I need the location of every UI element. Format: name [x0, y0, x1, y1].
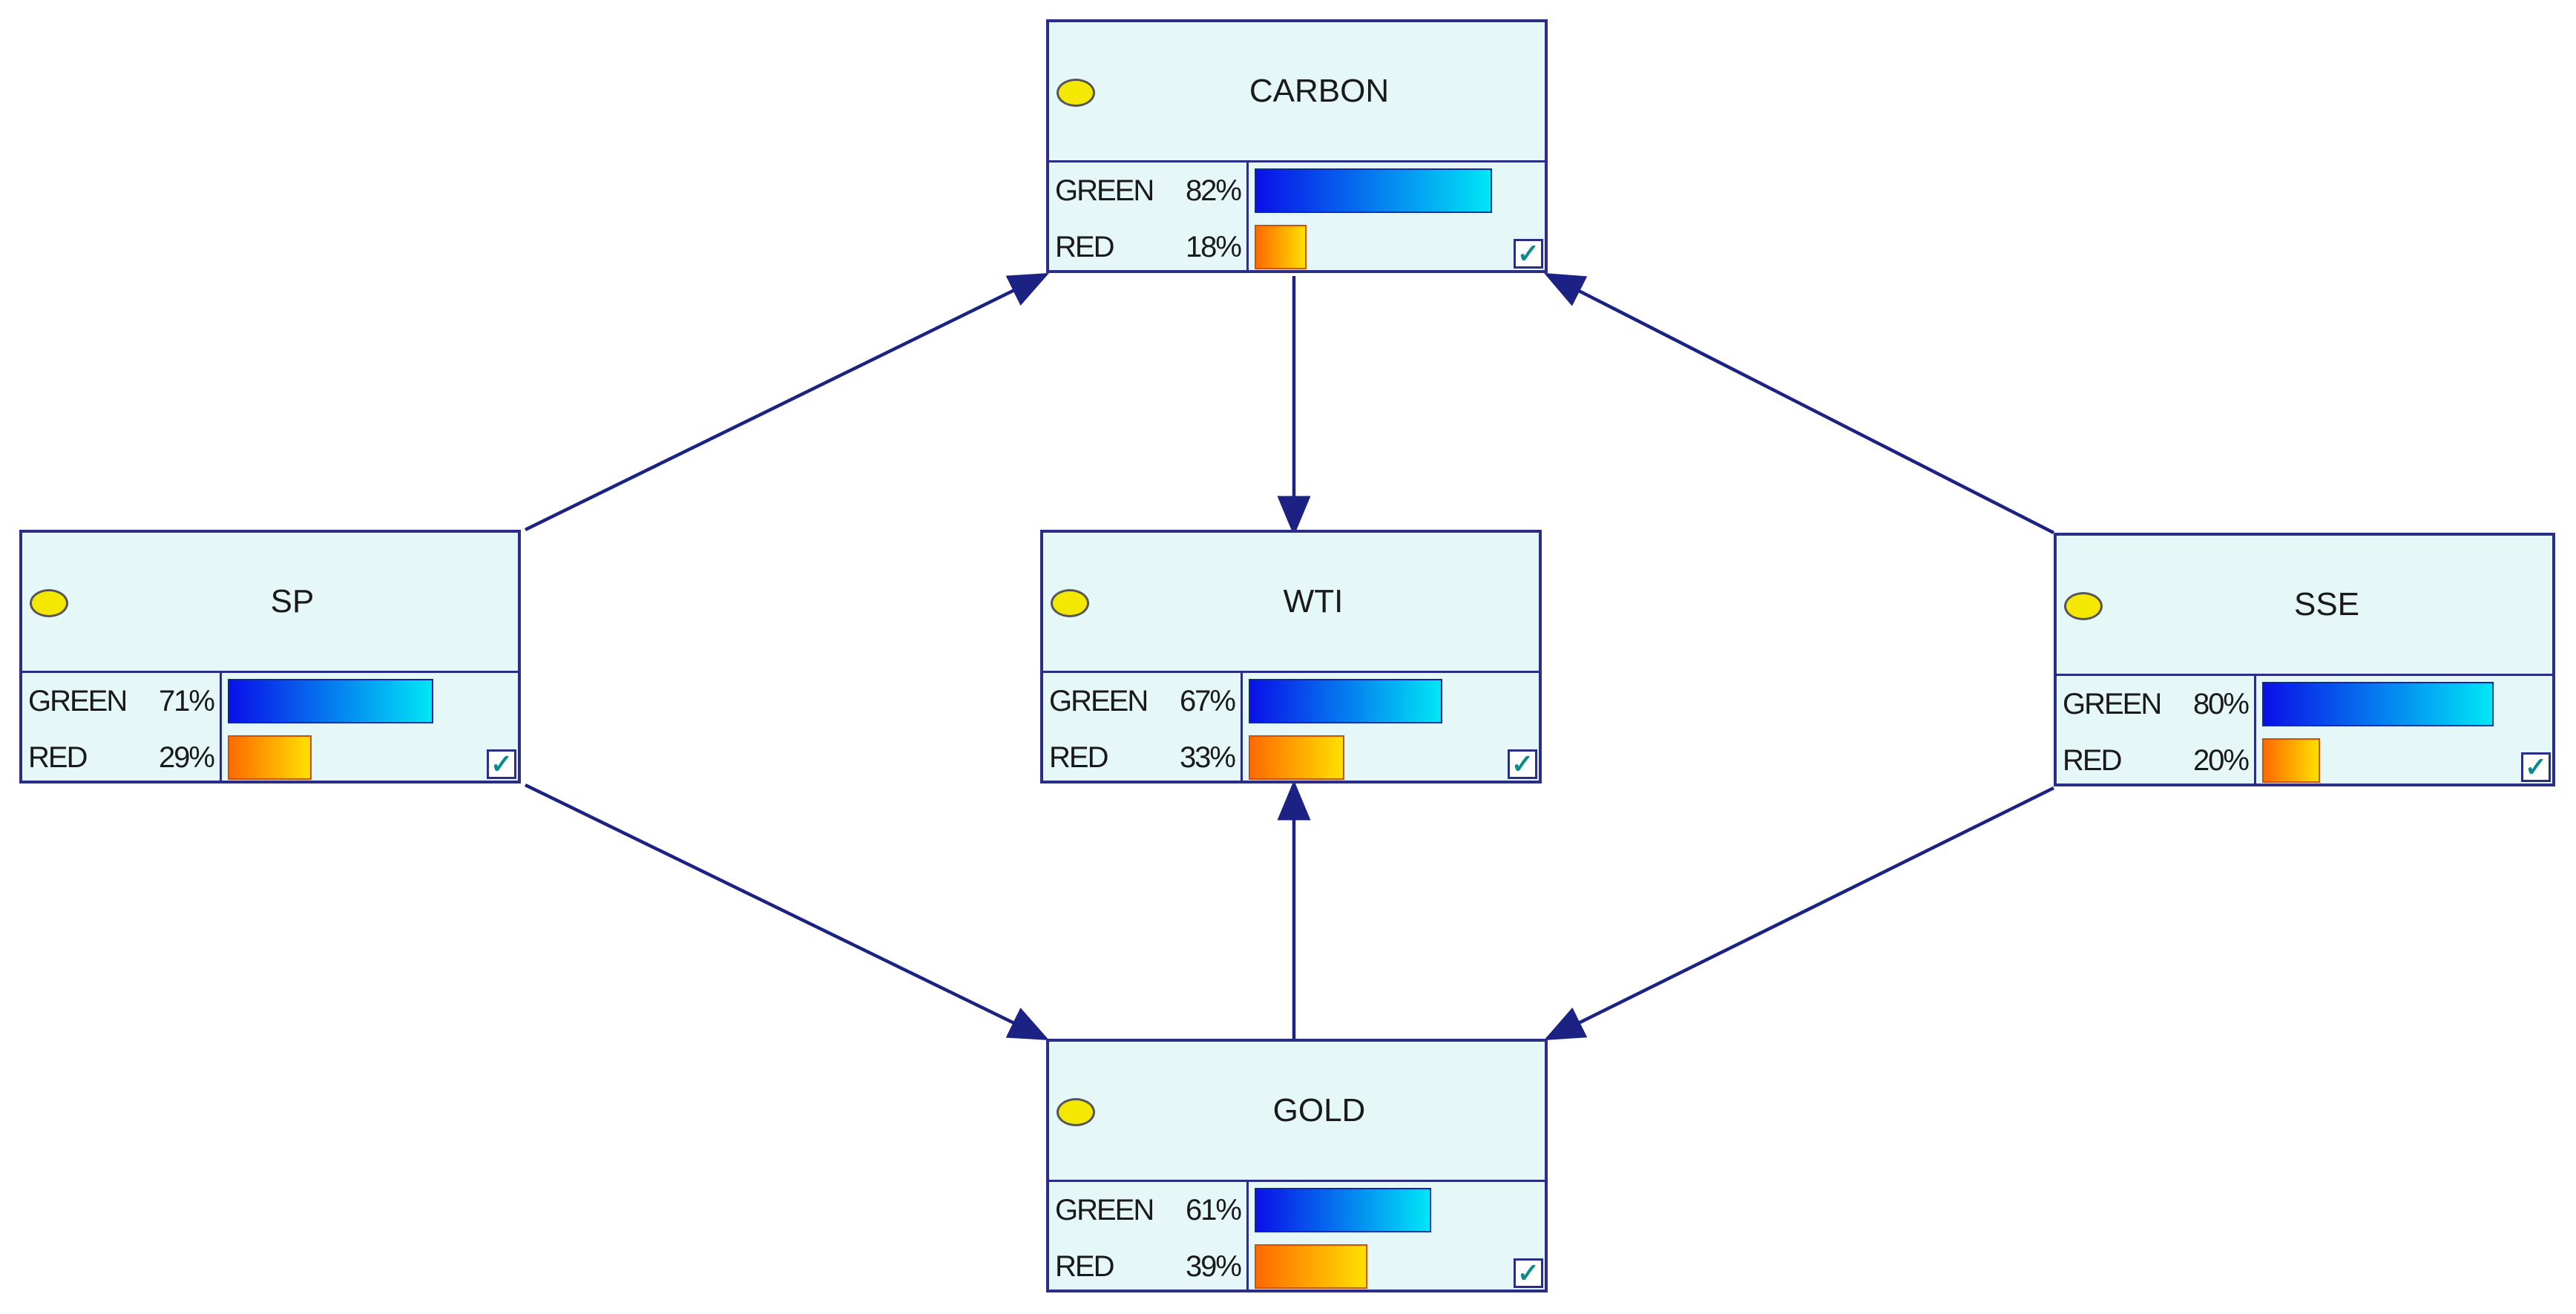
edge-sse-gold — [1543, 786, 2054, 1041]
state-percent: 67% — [1179, 685, 1236, 717]
state-name: GREEN — [1055, 174, 1154, 207]
probability-bar-green — [228, 679, 433, 723]
state-bars — [1249, 1182, 1545, 1290]
state-percent: 80% — [2192, 688, 2250, 720]
node-states: GREEN 82% RED 18% ✓ — [1049, 162, 1545, 270]
node-sse[interactable]: SSE GREEN 80% RED 20% ✓ — [2054, 533, 2555, 786]
node-states: GREEN 61% RED 39% ✓ — [1049, 1182, 1545, 1290]
checkbox-checked-icon[interactable]: ✓ — [2521, 752, 2551, 782]
state-row-red: RED 29% — [28, 731, 215, 784]
probability-bar-red — [1249, 735, 1344, 780]
node-states: GREEN 71% RED 29% ✓ — [22, 673, 518, 781]
state-percent: 71% — [158, 685, 215, 717]
state-percent: 82% — [1185, 174, 1242, 207]
checkbox-checked-icon[interactable]: ✓ — [1508, 749, 1537, 779]
probability-bar-red — [228, 735, 312, 780]
checkbox-checked-icon[interactable]: ✓ — [1514, 239, 1543, 269]
state-row-green: GREEN 80% — [2063, 677, 2250, 731]
status-oval-icon — [1057, 79, 1095, 107]
state-name: GREEN — [2063, 688, 2162, 720]
state-row-red: RED 33% — [1049, 731, 1236, 784]
state-name: RED — [28, 741, 88, 774]
node-wti[interactable]: WTI GREEN 67% RED 33% ✓ — [1040, 530, 1542, 784]
state-labels: GREEN 71% RED 29% — [22, 673, 222, 781]
probability-bar-green — [2262, 682, 2494, 726]
checkbox-checked-icon[interactable]: ✓ — [487, 749, 516, 779]
state-labels: GREEN 67% RED 33% — [1043, 673, 1243, 781]
state-name: RED — [1055, 1250, 1114, 1283]
node-header: SP — [22, 533, 518, 673]
state-name: GREEN — [1049, 685, 1149, 717]
node-carbon[interactable]: CARBON GREEN 82% RED 18% ✓ — [1046, 19, 1548, 273]
status-oval-icon — [2064, 592, 2103, 620]
probability-bar-red — [1255, 1244, 1367, 1289]
state-labels: GREEN 61% RED 39% — [1049, 1182, 1249, 1290]
state-labels: GREEN 82% RED 18% — [1049, 162, 1249, 270]
state-bars — [1249, 162, 1545, 270]
state-name: RED — [2063, 744, 2122, 777]
state-row-red: RED 39% — [1055, 1240, 1242, 1293]
state-name: RED — [1055, 231, 1114, 263]
edge-sp-gold — [525, 783, 1050, 1041]
state-row-green: GREEN 82% — [1055, 164, 1242, 217]
node-gold[interactable]: GOLD GREEN 61% RED 39% ✓ — [1046, 1039, 1548, 1292]
state-percent: 33% — [1179, 741, 1236, 774]
state-percent: 29% — [158, 741, 215, 774]
state-bars — [222, 673, 518, 781]
probability-bar-red — [1255, 225, 1307, 269]
state-percent: 39% — [1185, 1250, 1242, 1283]
probability-bar-green — [1249, 679, 1442, 723]
node-header: CARBON — [1049, 22, 1545, 162]
state-row-red: RED 18% — [1055, 220, 1242, 274]
state-row-green: GREEN 67% — [1049, 674, 1236, 728]
state-name: GREEN — [1055, 1194, 1154, 1226]
probability-bar-red — [2262, 738, 2320, 783]
probability-bar-green — [1255, 1188, 1431, 1232]
node-title: SSE — [2293, 586, 2360, 622]
status-oval-icon — [1051, 589, 1089, 617]
status-oval-icon — [30, 589, 68, 617]
node-sp[interactable]: SP GREEN 71% RED 29% ✓ — [19, 530, 521, 784]
state-percent: 20% — [2192, 744, 2250, 777]
state-bars — [1243, 673, 1539, 781]
checkbox-checked-icon[interactable]: ✓ — [1514, 1258, 1543, 1288]
state-name: RED — [1049, 741, 1108, 774]
state-percent: 18% — [1185, 231, 1242, 263]
node-title: GOLD — [1272, 1092, 1366, 1129]
state-row-red: RED 20% — [2063, 734, 2250, 787]
status-oval-icon — [1057, 1098, 1095, 1126]
state-bars — [2256, 676, 2552, 784]
node-title: WTI — [1283, 583, 1344, 620]
node-header: SSE — [2057, 536, 2552, 676]
node-title: SP — [270, 583, 315, 620]
probability-bar-green — [1255, 168, 1492, 213]
node-header: GOLD — [1049, 1042, 1545, 1182]
edge-sp-carbon — [525, 272, 1050, 532]
node-states: GREEN 80% RED 20% ✓ — [2057, 676, 2552, 784]
state-name: GREEN — [28, 685, 128, 717]
state-labels: GREEN 80% RED 20% — [2057, 676, 2256, 784]
node-title: CARBON — [1249, 73, 1390, 109]
state-percent: 61% — [1185, 1194, 1242, 1226]
node-header: WTI — [1043, 533, 1539, 673]
edge-sse-carbon — [1543, 272, 2055, 535]
state-row-green: GREEN 71% — [28, 674, 215, 728]
state-row-green: GREEN 61% — [1055, 1183, 1242, 1237]
node-states: GREEN 67% RED 33% ✓ — [1043, 673, 1539, 781]
